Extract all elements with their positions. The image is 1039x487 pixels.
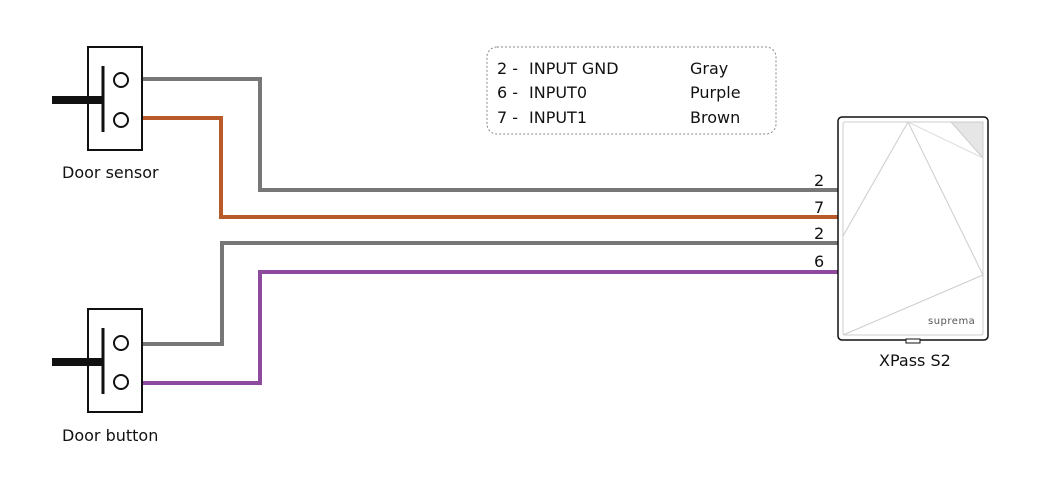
reader-face-facets [842,120,984,336]
reader-bottom-notch [905,338,921,344]
wire-button-gray [142,241,840,346]
reader-face [842,121,984,336]
xpass-reader: suprema XPass S2 [837,116,989,370]
door-sensor-label: Door sensor [62,163,159,182]
wire-button-purple [142,270,840,385]
pin-label-sensor-gray: 2 [814,171,824,190]
pin-label-button-purple: 6 [814,252,824,271]
legend-color-3: Brown [690,108,740,127]
door-sensor: Door sensor [52,46,159,182]
reader-face-facet-line [907,121,984,159]
pin-label-button-gray: 2 [814,224,824,243]
door-sensor-plunger [52,96,103,104]
door-sensor-terminal-top [113,72,129,88]
legend-signal-1: INPUT GND [529,59,619,78]
reader-brand-logo: suprema [928,316,975,327]
legend-signal-3: INPUT1 [529,108,587,127]
legend-color-2: Purple [690,83,741,102]
wire-sensor-brown [142,116,840,219]
legend-pin-3: 7 - [497,108,518,127]
legend-pin-2: 6 - [497,83,518,102]
door-sensor-terminal-bottom [113,112,129,128]
legend-signal-2: INPUT0 [529,83,587,102]
wires [142,77,840,385]
legend-pin-1: 2 - [497,59,518,78]
door-button-terminal-top [113,335,129,351]
legend-box [486,46,777,135]
door-button: Door button [52,308,158,445]
wire-sensor-gray [142,77,840,192]
door-button-label: Door button [62,426,158,445]
legend: 2 - INPUT GND Gray 6 - INPUT0 Purple 7 -… [486,46,777,135]
door-button-terminal-bottom [113,374,129,390]
reader-body [837,116,989,341]
pin-label-sensor-brown: 7 [814,198,824,217]
reader-corner-shade [949,121,984,160]
reader-label: XPass S2 [879,351,951,370]
door-button-plunger [52,358,103,366]
legend-color-1: Gray [690,59,728,78]
